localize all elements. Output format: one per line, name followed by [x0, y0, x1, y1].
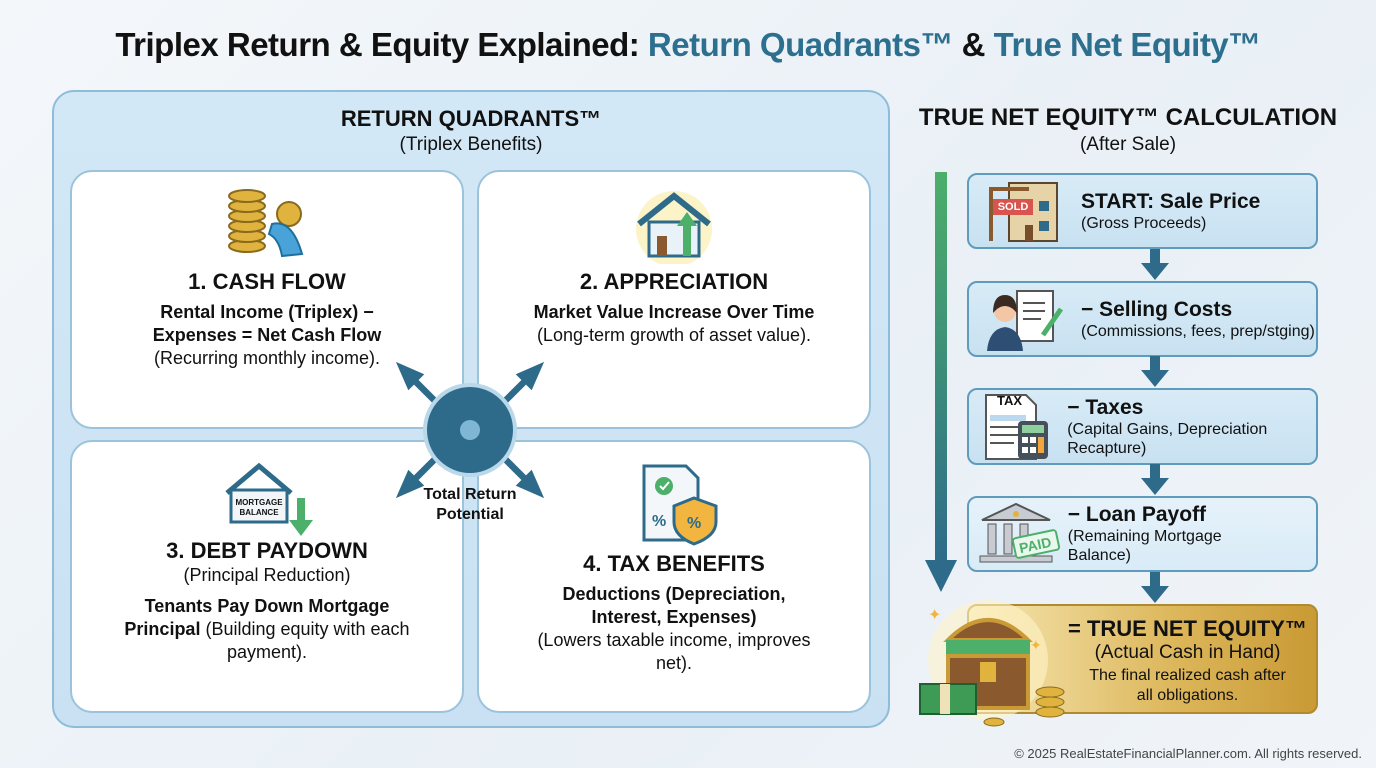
appreciation-bold: Market Value Increase Over Time [533, 302, 815, 322]
svg-text:✦: ✦ [1030, 637, 1042, 653]
house-up-arrow-icon [636, 191, 712, 267]
step-sale-price: SOLD START: Sale Price(Gross Proceeds) [967, 173, 1318, 249]
tax-calculator-icon [985, 393, 1049, 460]
hub-label: Total Return Potential [423, 486, 517, 523]
long-down-arrow-icon [925, 172, 957, 592]
title-amp: & [952, 26, 994, 63]
tax-benefits-card: %% 4. TAX BENEFITS Deductions (Depreciat… [477, 440, 871, 713]
selling-costs-note: (Commissions, fees, prep/stging) [1081, 322, 1315, 340]
appreciation-title: 2. APPRECIATION [579, 269, 769, 294]
taxes-note: (Capital Gains, Depreciation Recapture) [1067, 420, 1268, 457]
tax-document-shield-icon: %% [642, 464, 718, 546]
tax-benefits-bold: Deductions (Depreciation, Interest, Expe… [562, 584, 786, 627]
cash-flow-note: (Recurring monthly income). [153, 348, 381, 368]
svg-text:✦: ✦ [928, 607, 941, 624]
down-arrow-icon [1141, 572, 1169, 603]
appreciation-card: 2. APPRECIATION Market Value Increase Ov… [477, 170, 871, 429]
step-taxes: TAX − Taxes(Capital Gains, Depreciation … [967, 388, 1318, 465]
agent-signing-icon [987, 290, 1064, 351]
hub-arrows-icon [392, 358, 548, 502]
debt-paydown-desc: Tenants Pay Down Mortgage Principal (Bui… [90, 595, 444, 664]
sold-building-icon: SOLD [985, 179, 1065, 243]
debt-paydown-card: MORTGAGE BALANCE 3. DEBT PAYDOWN (Princi… [70, 440, 464, 713]
debt-paydown-note: (Building equity with each payment). [200, 619, 410, 662]
cash-flow-title: 1. CASH FLOW [188, 269, 346, 294]
coins-water-icon [228, 189, 304, 258]
title-accent-equity: True Net Equity™ [993, 26, 1262, 63]
quadrants-subheading: (Triplex Benefits) [399, 134, 543, 155]
final-title: = TRUE NET EQUITY™ [1068, 616, 1307, 641]
down-arrow-icon [1141, 464, 1169, 495]
appreciation-note: (Long-term growth of asset value). [536, 325, 812, 345]
final-note: The final realized cash after all obliga… [1089, 667, 1286, 704]
title-text: Triplex Return & Equity Explained: [115, 26, 648, 63]
sold-sign-text: SOLD [997, 201, 1029, 213]
bank-paid-icon [979, 502, 1061, 563]
taxes-title: − Taxes [1067, 395, 1144, 419]
tax-label: TAX [997, 392, 1023, 408]
total-return-hub-icon [423, 383, 517, 477]
equity-subheading: (After Sale) [1079, 134, 1177, 155]
final-sub: (Actual Cash in Hand) [1094, 642, 1281, 663]
down-arrow-icon [1141, 249, 1169, 280]
loan-payoff-note: (Remaining Mortgage Balance) [1067, 528, 1222, 564]
tax-benefits-title: 4. TAX BENEFITS [583, 551, 765, 576]
tax-benefits-note: (Lowers taxable income, improves net). [537, 630, 811, 673]
mortgage-balance-label: MORTGAGE BALANCE [235, 498, 283, 517]
down-arrow-icon [1141, 356, 1169, 387]
title-accent-quadrants: Return Quadrants™ [647, 26, 954, 63]
debt-paydown-title: 3. DEBT PAYDOWN [166, 538, 368, 563]
svg-text:%: % [652, 513, 666, 530]
sale-price-title: START: Sale Price [1081, 189, 1261, 213]
debt-paydown-sub: (Principal Reduction) [183, 565, 351, 585]
page-title: Triplex Return & Equity Explained: Retur… [0, 26, 1376, 64]
copyright-footer: © 2025 RealEstateFinancialPlanner.com. A… [1014, 746, 1362, 761]
step-selling-costs: − Selling Costs(Commissions, fees, prep/… [967, 281, 1318, 357]
loan-payoff-title: − Loan Payoff [1067, 503, 1207, 526]
debt-paydown-bold: Tenants Pay Down Mortgage Principal [124, 596, 390, 639]
svg-text:%: % [687, 515, 701, 532]
equity-heading: TRUE NET EQUITY™ CALCULATION [918, 104, 1338, 131]
step-loan-payoff: PAID − Loan Payoff(Remaining Mortgage Ba… [967, 496, 1318, 572]
selling-costs-title: − Selling Costs [1081, 297, 1233, 321]
sale-price-note: (Gross Proceeds) [1081, 214, 1207, 232]
quadrants-heading: RETURN QUADRANTS™ [340, 106, 602, 131]
cash-flow-formula: Rental Income (Triplex) − Expenses = Net… [152, 302, 382, 345]
mortgage-balance-icon: MORTGAGE BALANCE [217, 458, 317, 538]
cash-flow-card: 1. CASH FLOW Rental Income (Triplex) − E… [70, 170, 464, 429]
treasure-chest-icon: ✦✦ [919, 600, 1065, 727]
